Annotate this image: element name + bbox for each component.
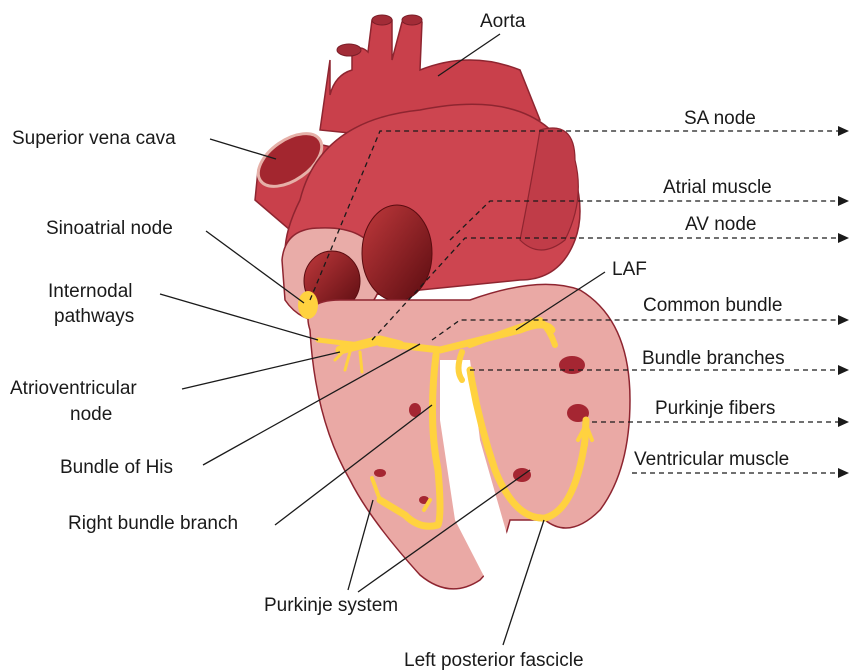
label-ventricular-muscle: Ventricular muscle bbox=[634, 449, 789, 470]
label-av-1: Atrioventricular bbox=[10, 378, 137, 399]
label-common-bundle: Common bundle bbox=[643, 295, 782, 316]
label-sinoatrial: Sinoatrial node bbox=[46, 218, 173, 239]
label-av-node: AV node bbox=[685, 214, 756, 235]
arrow-purkinje bbox=[838, 417, 849, 427]
arrow-sa bbox=[838, 126, 849, 136]
leader-purkinje-1 bbox=[348, 500, 373, 590]
arrow-branches bbox=[838, 365, 849, 375]
vessel-top-3 bbox=[337, 44, 361, 56]
left-bundle bbox=[459, 352, 463, 380]
label-his: Bundle of His bbox=[60, 457, 173, 478]
arrow-common bbox=[838, 315, 849, 325]
label-purkinje-fibers: Purkinje fibers bbox=[655, 398, 775, 419]
sa-node-shape bbox=[298, 291, 318, 319]
label-bundle-branches: Bundle branches bbox=[642, 348, 785, 369]
leader-svc bbox=[210, 139, 276, 159]
label-av-2: node bbox=[70, 404, 112, 425]
arrow-avn bbox=[838, 233, 849, 243]
label-svc: Superior vena cava bbox=[12, 128, 176, 149]
label-laf: LAF bbox=[612, 259, 647, 280]
label-aorta: Aorta bbox=[480, 11, 526, 32]
label-lpf: Left posterior fascicle bbox=[404, 650, 584, 671]
arrow-ventricular bbox=[838, 468, 849, 478]
label-purkinje-system: Purkinje system bbox=[264, 595, 398, 616]
papillary-1 bbox=[559, 356, 585, 374]
arrow-atrial bbox=[838, 196, 849, 206]
label-rbb: Right bundle branch bbox=[68, 513, 238, 534]
label-internodal-1: Internodal bbox=[48, 281, 133, 302]
vessel-top-2 bbox=[402, 15, 422, 25]
vessel-top-1 bbox=[372, 15, 392, 25]
papillary-5 bbox=[374, 469, 386, 477]
label-internodal-2: pathways bbox=[54, 306, 134, 327]
label-atrial-muscle: Atrial muscle bbox=[663, 177, 772, 198]
label-sa-node: SA node bbox=[684, 108, 756, 129]
